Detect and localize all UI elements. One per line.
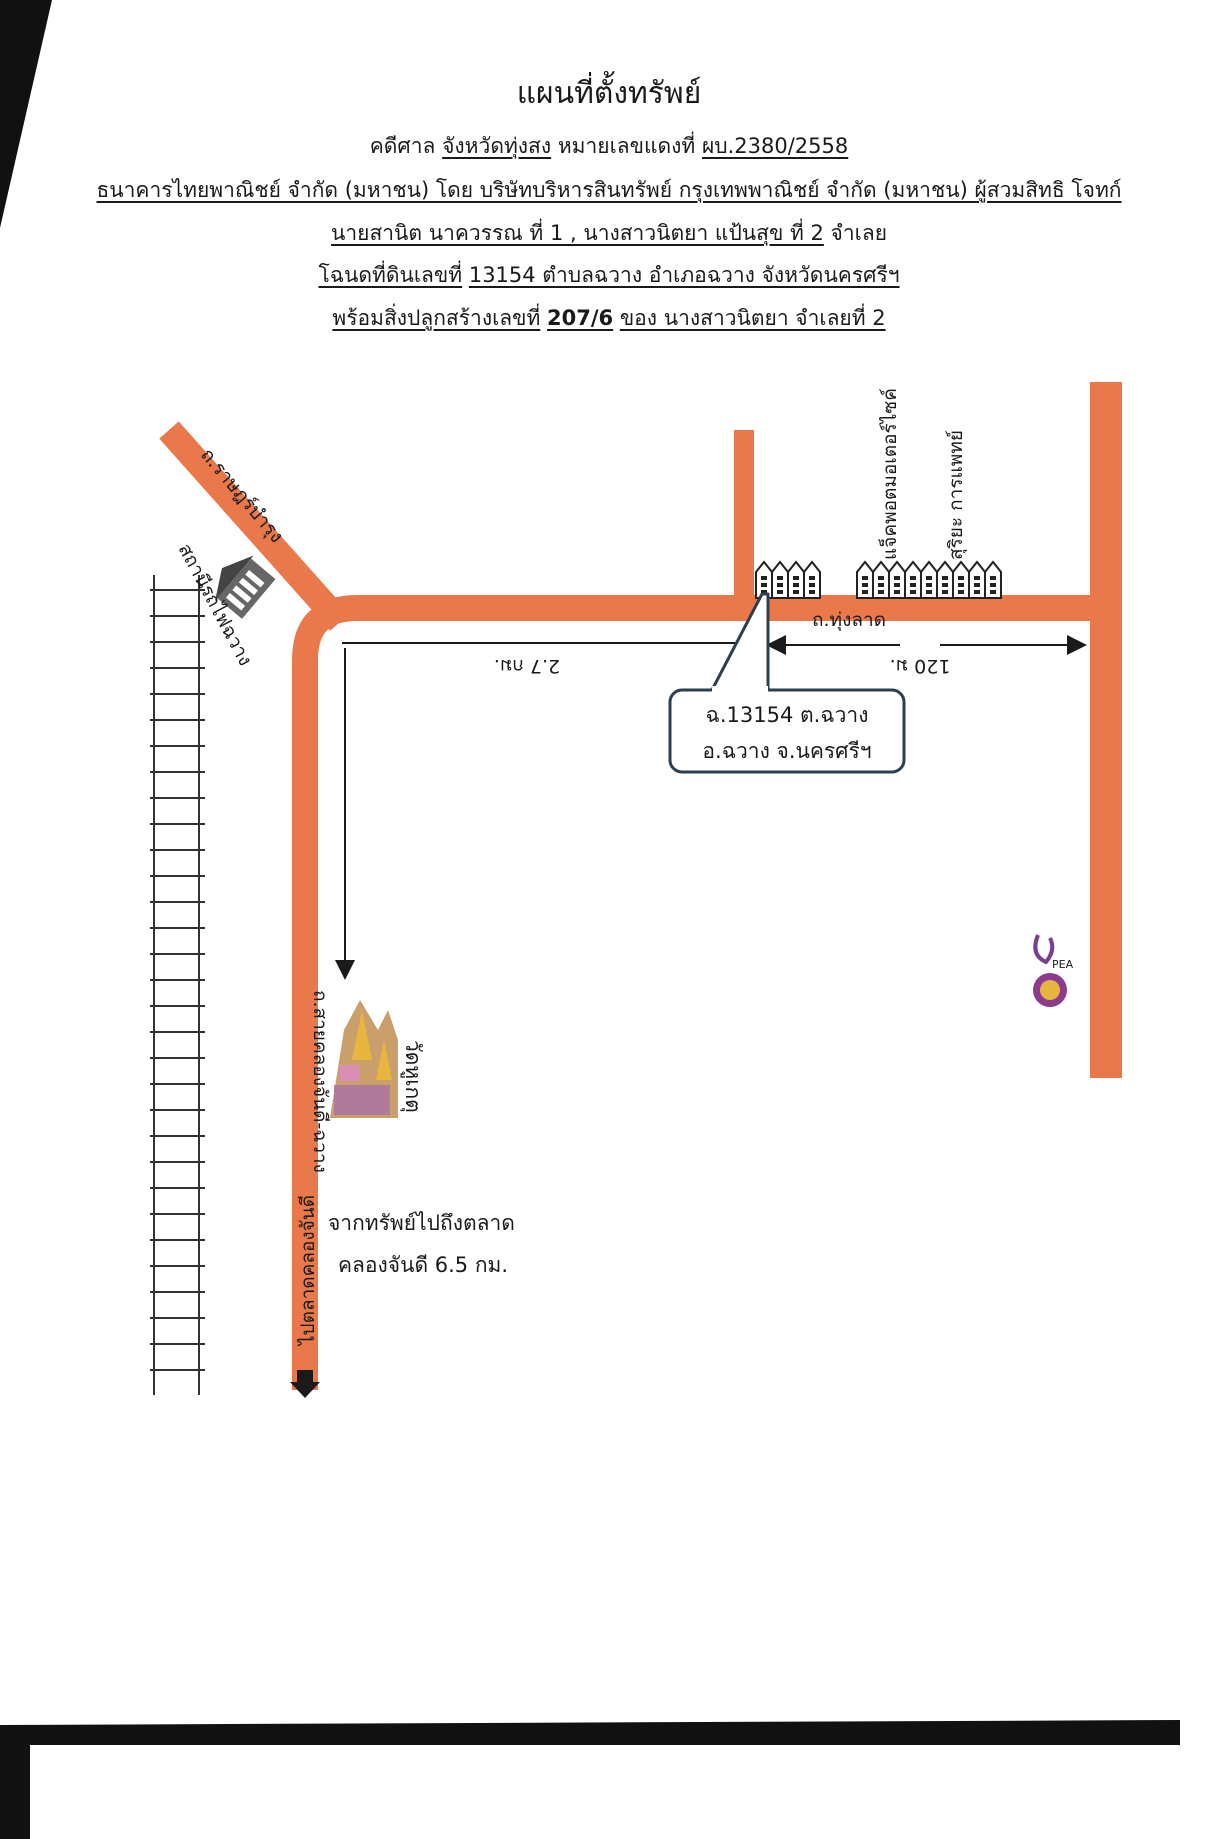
shophouse-window: [942, 576, 948, 580]
shophouse-window: [974, 590, 980, 594]
defendants-line: นายสานิต นาควรรณ ที่ 1 , นางสาวนิตยา แป้…: [0, 217, 1218, 250]
road-label-thung-lat: ถ.ทุ่งลาด: [812, 609, 886, 632]
case-prefix: คดีศาล: [369, 134, 436, 158]
shophouse-window: [809, 590, 815, 594]
shophouse-window: [942, 583, 948, 587]
case-court: จังหวัดทุ่งสง: [442, 134, 552, 158]
deed-line: โฉนดที่ดินเลขที่ 13154 ตำบลฉวาง อำเภอฉวา…: [0, 259, 1218, 292]
market-note-line1: จากทรัพย์ไปถึงตลาด: [328, 1211, 515, 1235]
building-line: พร้อมสิ่งปลูกสร้างเลขที่ 207/6 ของ นางสา…: [0, 302, 1218, 335]
shophouse-window: [809, 576, 815, 580]
shophouse-window: [894, 590, 900, 594]
deed-label: โฉนดที่ดินเลขที่: [318, 263, 463, 287]
road-east: [1090, 382, 1122, 1078]
shophouse-row-icon: [856, 560, 1002, 599]
shophouse-window: [878, 590, 884, 594]
shophouse-window: [793, 590, 799, 594]
shophouse-window: [942, 590, 948, 594]
shophouse-window: [990, 583, 996, 587]
shophouse-window: [793, 576, 799, 580]
railway-track: [150, 575, 205, 1395]
pea-logo-text: PEA: [1052, 958, 1074, 971]
callout-box: [668, 688, 906, 774]
road-label-sai-khlong: ถ.สายคลองจันดี-ฉวาง: [309, 990, 331, 1173]
building-number: 207/6: [547, 306, 614, 330]
shophouse-window: [761, 576, 767, 580]
shophouse-property-icon: [755, 560, 821, 599]
case-line: คดีศาล จังหวัดทุ่งสง หมายเลขแดงที่ ผบ.23…: [0, 130, 1218, 163]
shophouse-window: [958, 590, 964, 594]
temple-icon: [330, 1000, 398, 1118]
shophouse-window: [958, 576, 964, 580]
market-note-line2: คลองจันดี 6.5 กม.: [338, 1253, 508, 1277]
callout-pointer: [710, 592, 770, 691]
callout-line1: ฉ.13154 ต.ฉวาง: [706, 703, 869, 727]
distance-short-label: 120 ม.: [890, 655, 951, 677]
shophouse-window: [910, 590, 916, 594]
shophouse-window: [862, 576, 868, 580]
shophouse-window: [878, 583, 884, 587]
shophouse-window: [862, 590, 868, 594]
deed-value: 13154 ตำบลฉวาง อำเภอฉวาง จังหวัดนครศรีฯ: [468, 263, 900, 287]
defendants-suffix: จำเลย: [830, 221, 887, 245]
page-title: แผนที่ตั้งทรัพย์: [516, 76, 702, 111]
shophouse-window: [894, 576, 900, 580]
shophouse-window: [990, 590, 996, 594]
shophouse-window: [894, 583, 900, 587]
roads: [159, 382, 1122, 1398]
distance-main-label: 2.7 กม.: [494, 655, 560, 677]
building-label: พร้อมสิ่งปลูกสร้างเลขที่: [332, 306, 541, 330]
wat-label: วัดหูเกตุ: [400, 1040, 425, 1113]
shophouse-window: [777, 576, 783, 580]
case-number-label: หมายเลขแดงที่: [557, 134, 696, 158]
pea-logo-icon: PEA: [1033, 934, 1074, 1007]
shophouse-window: [761, 590, 767, 594]
road-label-ratchada: ถ.ราษฎร์บำรุง: [195, 444, 287, 548]
shophouse-window: [926, 583, 932, 587]
shophouse-window: [777, 583, 783, 587]
shophouse-window: [958, 583, 964, 587]
shophouse-window: [809, 583, 815, 587]
clinic-label: สุริยะ การแพทย์: [945, 430, 968, 560]
shophouse-window: [862, 583, 868, 587]
road-thung-lat: [292, 595, 1102, 1390]
shophouse-window: [910, 583, 916, 587]
callout-line2: อ.ฉวาง จ.นครศรีฯ: [702, 739, 871, 763]
road-end-arrow-icon: [290, 1370, 320, 1398]
shophouse-window: [878, 576, 884, 580]
road-north-small: [734, 430, 754, 610]
shophouse-window: [990, 576, 996, 580]
plaintiff-line: ธนาคารไทยพาณิชย์ จำกัด (มหาชน) โดย บริษั…: [0, 174, 1218, 207]
station-building-icon: [214, 555, 276, 619]
shophouse-window: [761, 583, 767, 587]
case-number: ผบ.2380/2558: [701, 134, 849, 158]
shophouse-window: [974, 576, 980, 580]
plaintiff-text: ธนาคารไทยพาณิชย์ จำกัด (มหาชน) โดย บริษั…: [96, 178, 1122, 202]
building-owner: ของ นางสาวนิตยา จำเลยที่ 2: [619, 306, 886, 330]
shophouse-window: [974, 583, 980, 587]
shophouse-window: [777, 590, 783, 594]
road-ratchada: [159, 421, 350, 631]
motor-shop-label: แจ็คพอตมอเตอร์ไซค์: [877, 388, 901, 560]
shophouse-window: [910, 576, 916, 580]
defendants-text: นายสานิต นาควรรณ ที่ 1 , นางสาวนิตยา แป้…: [331, 221, 824, 245]
road-label-to-market: ไปตลาดคลองจันดี: [297, 1195, 319, 1347]
shophouse-window: [926, 590, 932, 594]
shophouse-window: [793, 583, 799, 587]
shophouse-window: [926, 576, 932, 580]
